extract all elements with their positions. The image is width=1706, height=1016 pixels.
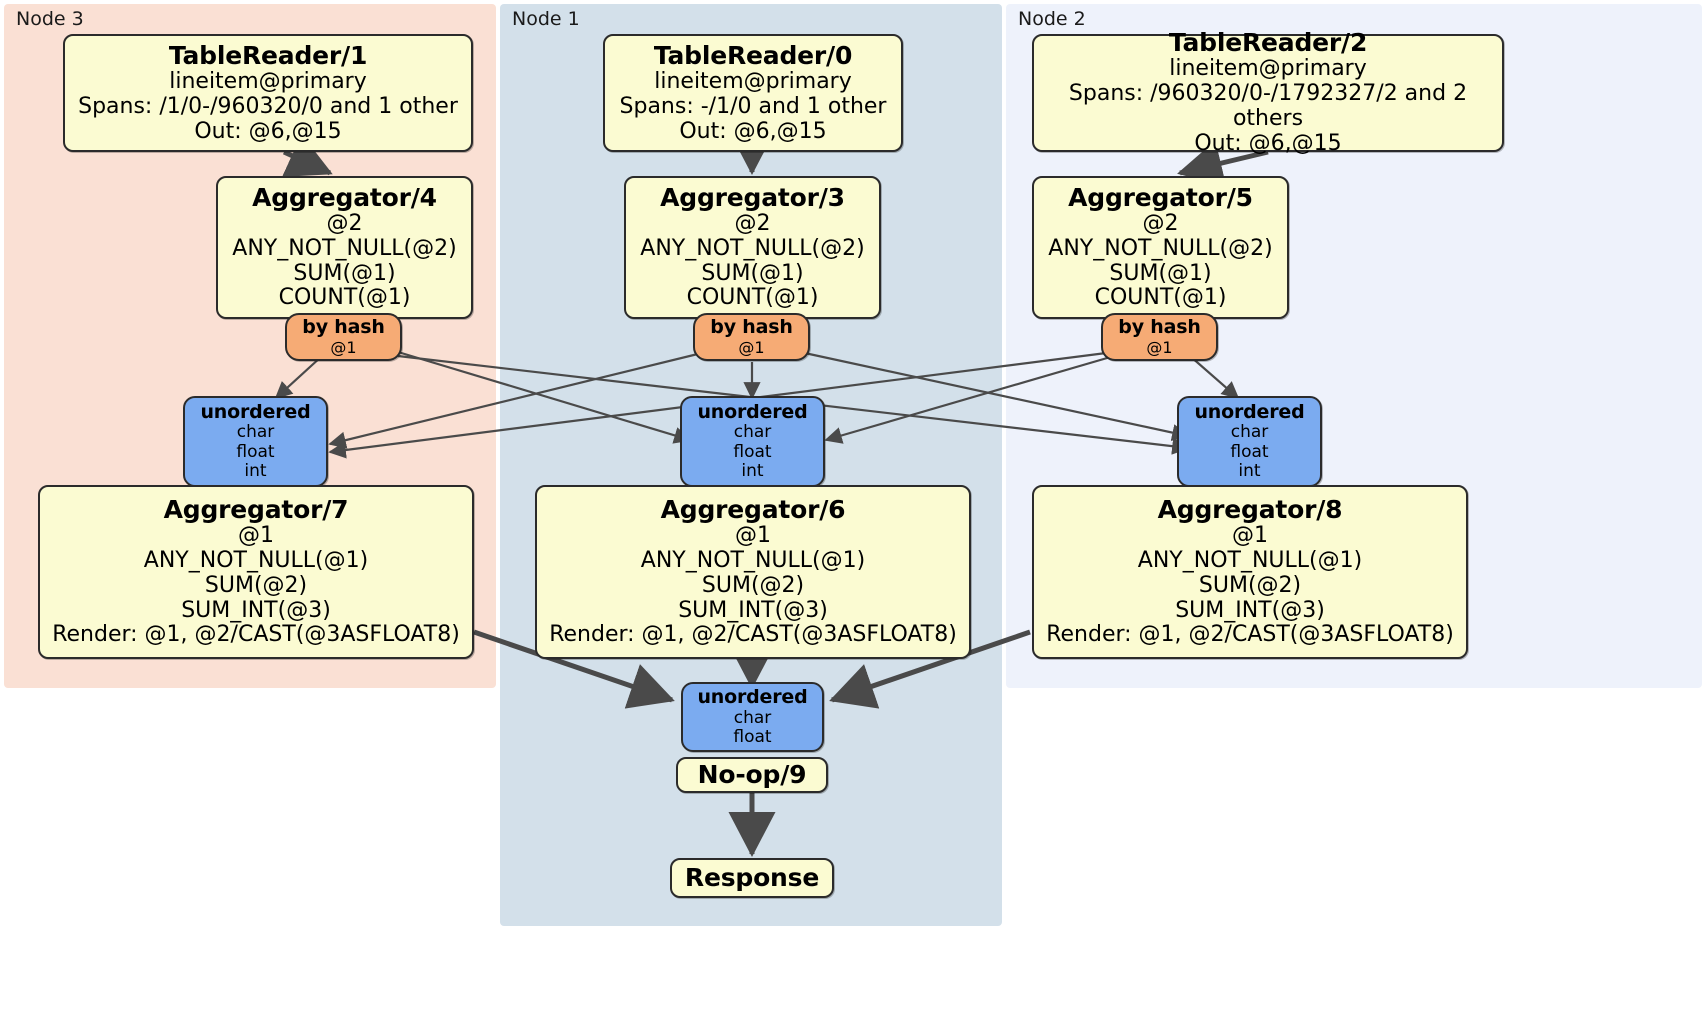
node-line: ANY_NOT_NULL(@1)	[143, 547, 369, 573]
node-title: Aggregator/6	[660, 494, 846, 524]
node-by-hash-left[interactable]: by hash @1	[285, 313, 402, 361]
node-line: ANY_NOT_NULL(@2)	[232, 235, 457, 261]
node-line: SUM_INT(@3)	[1175, 597, 1325, 623]
node-line: SUM_INT(@3)	[678, 597, 828, 623]
node-title: No-op/9	[697, 759, 807, 789]
node-unordered-left[interactable]: unordered char float int	[183, 396, 328, 487]
node-line: Out: @6,@15	[679, 118, 827, 144]
panel-node1-label: Node 1	[512, 8, 580, 30]
node-tablereader-0[interactable]: TableReader/0 lineitem@primary Spans: -/…	[603, 34, 903, 152]
node-unordered-final[interactable]: unordered char float	[681, 682, 824, 752]
node-line: lineitem@primary	[169, 68, 367, 94]
node-line: @1	[1146, 337, 1173, 357]
node-aggregator-3[interactable]: Aggregator/3 @2 ANY_NOT_NULL(@2) SUM(@1)…	[624, 176, 881, 319]
node-aggregator-8[interactable]: Aggregator/8 @1 ANY_NOT_NULL(@1) SUM(@2)…	[1032, 485, 1468, 659]
node-line: SUM(@1)	[293, 260, 396, 286]
node-by-hash-right[interactable]: by hash @1	[1101, 313, 1218, 361]
node-by-hash-mid[interactable]: by hash @1	[693, 313, 810, 361]
node-line: char	[733, 422, 772, 443]
node-line: @2	[1142, 210, 1179, 236]
node-line: char	[236, 422, 275, 443]
node-title: unordered	[1194, 400, 1305, 423]
node-line: @1	[1232, 522, 1268, 548]
node-line: SUM(@1)	[701, 260, 804, 286]
node-line: int	[1238, 460, 1261, 481]
node-line: COUNT(@1)	[686, 285, 819, 311]
node-line: int	[244, 460, 267, 481]
node-line: @1	[330, 337, 357, 357]
node-line: float	[1230, 441, 1269, 462]
node-line: Out: @6,@15	[194, 118, 342, 144]
node-title: unordered	[697, 686, 808, 709]
node-line: Render: @1, @2/CAST(@3ASFLOAT8)	[1046, 622, 1454, 648]
node-title: TableReader/2	[1168, 28, 1368, 58]
node-line: SUM(@2)	[1198, 572, 1302, 598]
node-line: @1	[238, 522, 274, 548]
node-noop-9[interactable]: No-op/9	[676, 757, 828, 793]
node-line: Spans: -/1/0 and 1 other	[619, 93, 887, 119]
node-line: SUM(@2)	[701, 572, 805, 598]
node-line: @1	[735, 522, 771, 548]
node-unordered-right[interactable]: unordered char float int	[1177, 396, 1322, 487]
node-title: Aggregator/8	[1157, 494, 1343, 524]
node-title: by hash	[710, 316, 793, 339]
node-line: Spans: /1/0-/960320/0 and 1 other	[78, 93, 458, 119]
panel-node3-label: Node 3	[16, 8, 84, 30]
node-line: Render: @1, @2/CAST(@3ASFLOAT8)	[52, 622, 460, 648]
node-aggregator-6[interactable]: Aggregator/6 @1 ANY_NOT_NULL(@1) SUM(@2)…	[535, 485, 971, 659]
node-title: TableReader/0	[653, 40, 853, 70]
node-tablereader-2[interactable]: TableReader/2 lineitem@primary Spans: /9…	[1032, 28, 1504, 156]
node-line: ANY_NOT_NULL(@2)	[1048, 235, 1273, 261]
node-aggregator-4[interactable]: Aggregator/4 @2 ANY_NOT_NULL(@2) SUM(@1)…	[216, 176, 473, 319]
panel-node2-label: Node 2	[1018, 8, 1086, 30]
node-line: ANY_NOT_NULL(@1)	[1137, 547, 1363, 573]
node-line: lineitem@primary	[1169, 56, 1367, 82]
node-aggregator-7[interactable]: Aggregator/7 @1 ANY_NOT_NULL(@1) SUM(@2)…	[38, 485, 474, 659]
node-title: Aggregator/7	[163, 494, 349, 524]
node-line: Out: @6,@15	[1194, 130, 1342, 156]
node-line: @2	[326, 210, 363, 236]
node-title: unordered	[200, 400, 311, 423]
node-line: ANY_NOT_NULL(@2)	[640, 235, 865, 261]
node-line: int	[741, 460, 764, 481]
node-line: float	[733, 726, 772, 747]
node-line: Spans: /960320/0-/1792327/2 and 2 others	[1068, 81, 1468, 132]
node-unordered-mid[interactable]: unordered char float int	[680, 396, 825, 487]
node-line: lineitem@primary	[654, 68, 852, 94]
node-line: @2	[734, 210, 771, 236]
node-title: Aggregator/3	[660, 182, 845, 212]
node-line: SUM(@1)	[1109, 260, 1212, 286]
node-title: by hash	[302, 316, 385, 339]
node-line: char	[1230, 422, 1269, 443]
node-line: float	[236, 441, 275, 462]
node-line: COUNT(@1)	[1094, 285, 1227, 311]
node-line: char	[733, 707, 772, 728]
node-title: unordered	[697, 400, 808, 423]
node-line: @1	[738, 337, 765, 357]
node-aggregator-5[interactable]: Aggregator/5 @2 ANY_NOT_NULL(@2) SUM(@1)…	[1032, 176, 1289, 319]
node-line: SUM_INT(@3)	[181, 597, 331, 623]
node-line: ANY_NOT_NULL(@1)	[640, 547, 866, 573]
node-response[interactable]: Response	[670, 858, 834, 898]
node-tablereader-1[interactable]: TableReader/1 lineitem@primary Spans: /1…	[63, 34, 473, 152]
node-line: float	[733, 441, 772, 462]
node-title: Response	[684, 862, 820, 892]
node-title: Aggregator/5	[1068, 182, 1253, 212]
node-line: SUM(@2)	[204, 572, 308, 598]
node-title: Aggregator/4	[252, 182, 437, 212]
node-title: by hash	[1118, 316, 1201, 339]
node-line: Render: @1, @2/CAST(@3ASFLOAT8)	[549, 622, 957, 648]
node-line: COUNT(@1)	[278, 285, 411, 311]
node-title: TableReader/1	[168, 40, 368, 70]
